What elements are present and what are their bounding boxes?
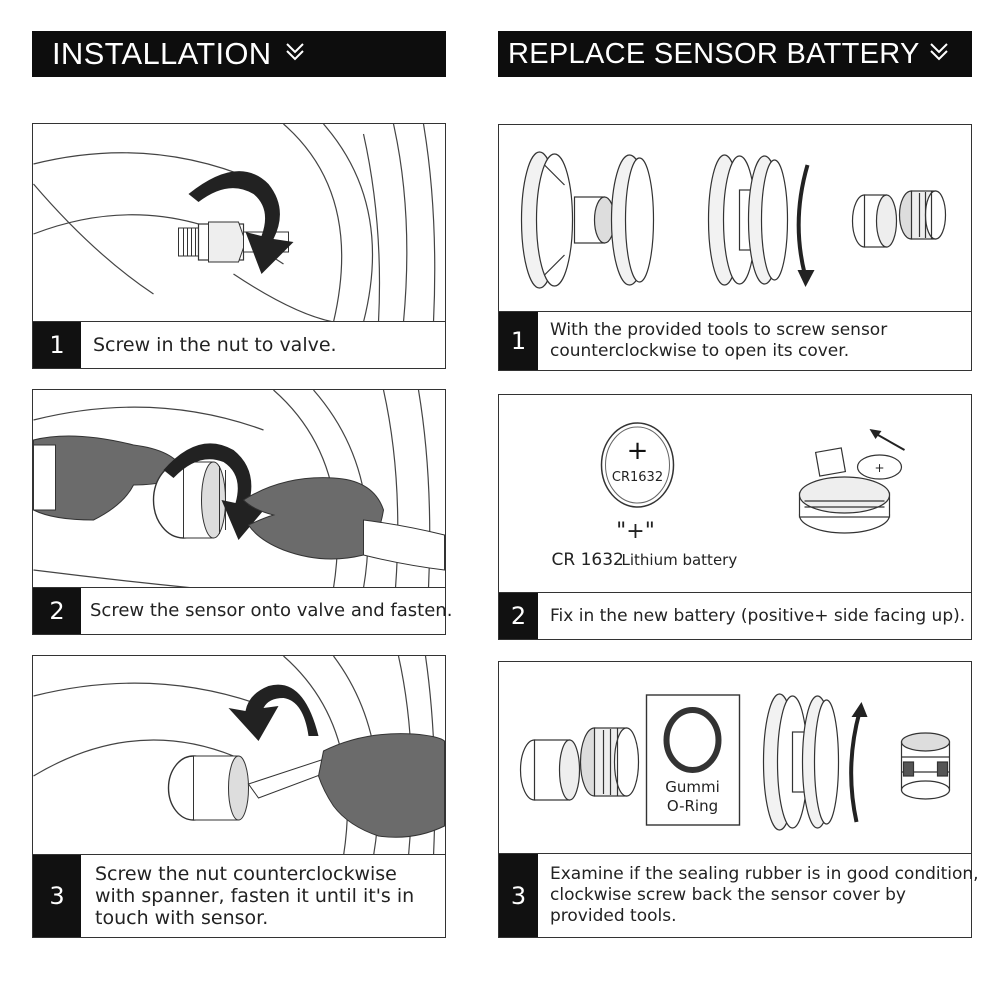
replace-step-2-caption: 2 Fix in the new battery (positive+ side… [499, 592, 971, 639]
rotate-arrow-icon [188, 171, 294, 274]
step-text: Examine if the sealing rubber is in good… [550, 864, 979, 926]
step-text: Screw the nut counterclockwise with span… [95, 863, 415, 929]
step-number: 2 [33, 588, 81, 634]
installation-step-1-panel: 1 Screw in the nut to valve. [32, 123, 446, 369]
step-text: With the provided tools to screw sensor … [550, 320, 888, 361]
sensor-assembled [707, 154, 789, 286]
battery-plus: + [627, 436, 649, 466]
sensor-assembled [762, 693, 840, 831]
installation-title: INSTALLATION [52, 36, 272, 71]
step-text: Screw in the nut to valve. [93, 334, 337, 356]
installation-step-3-caption: 3 Screw the nut counterclockwise with sp… [33, 854, 445, 937]
rotate-arrow-icon [163, 443, 266, 540]
step-text: Fix in the new battery (positive+ side f… [550, 605, 966, 626]
step-number: 2 [499, 593, 538, 639]
coin-plus: + [874, 461, 884, 475]
o-ring-label-1: Gummi [665, 778, 720, 796]
coin-battery-icon: + CR1632 [600, 422, 675, 508]
double-chevron-down-icon [928, 41, 950, 68]
rotate-arrow-icon [228, 684, 319, 741]
step-number: 3 [499, 854, 538, 937]
right-glove [317, 733, 445, 838]
rotate-arrow-icon [849, 711, 862, 823]
sensor-with-battery: + [798, 447, 903, 534]
o-ring-label-2: O-Ring [667, 797, 718, 815]
installation-step-1-caption: 1 Screw in the nut to valve. [33, 321, 445, 368]
battery-type: Lithium battery [622, 551, 738, 569]
sensor-hands-illustration [33, 390, 445, 588]
sensor-cover-left [520, 151, 655, 289]
close-sensor-cover-illustration: Gummi O-Ring [519, 693, 951, 831]
installation-step-3-panel: 3 Screw the nut counterclockwise with sp… [32, 655, 446, 938]
installation-step-2-caption: 2 Screw the sensor onto valve and fasten… [33, 587, 452, 634]
replace-step-3-panel: Gummi O-Ring 3 Examine if the sealing ru… [498, 661, 979, 938]
battery-illustration: + CR1632 "+" CR 1632 Lithium battery + [552, 422, 905, 570]
battery-model: CR1632 [612, 470, 663, 485]
spanner-illustration [33, 656, 445, 856]
replace-step-2-panel: + CR1632 "+" CR 1632 Lithium battery + 2… [498, 394, 972, 640]
replace-battery-title: REPLACE SENSOR BATTERY [508, 37, 920, 70]
double-chevron-down-icon [284, 41, 306, 68]
valve-nut-illustration [33, 124, 436, 322]
insert-arrow-icon [874, 432, 905, 451]
replace-battery-header: REPLACE SENSOR BATTERY [498, 31, 972, 77]
step-text: Screw the sensor onto valve and fasten. [90, 600, 453, 621]
step-number: 3 [33, 855, 81, 937]
sensor-cap [519, 727, 640, 801]
right-glove [242, 477, 385, 560]
o-ring-box [645, 694, 741, 826]
installation-header: INSTALLATION [32, 31, 446, 77]
installation-step-2-panel: 2 Screw the sensor onto valve and fasten… [32, 389, 452, 635]
rotate-arrow-icon [796, 164, 810, 274]
positive-mark: "+" [616, 519, 655, 544]
battery-code: CR 1632 [552, 550, 624, 570]
replace-step-3-caption: 3 Examine if the sealing rubber is in go… [499, 853, 979, 937]
replace-step-1-panel: 1 With the provided tools to screw senso… [498, 124, 972, 371]
replace-step-1-caption: 1 With the provided tools to screw senso… [499, 311, 971, 370]
small-sensor [900, 732, 951, 800]
o-ring-icon [663, 707, 722, 773]
opened-sensor-parts [851, 190, 947, 248]
open-sensor-cover-illustration [520, 151, 947, 289]
step-number: 1 [499, 312, 538, 370]
step-number: 1 [33, 322, 81, 368]
